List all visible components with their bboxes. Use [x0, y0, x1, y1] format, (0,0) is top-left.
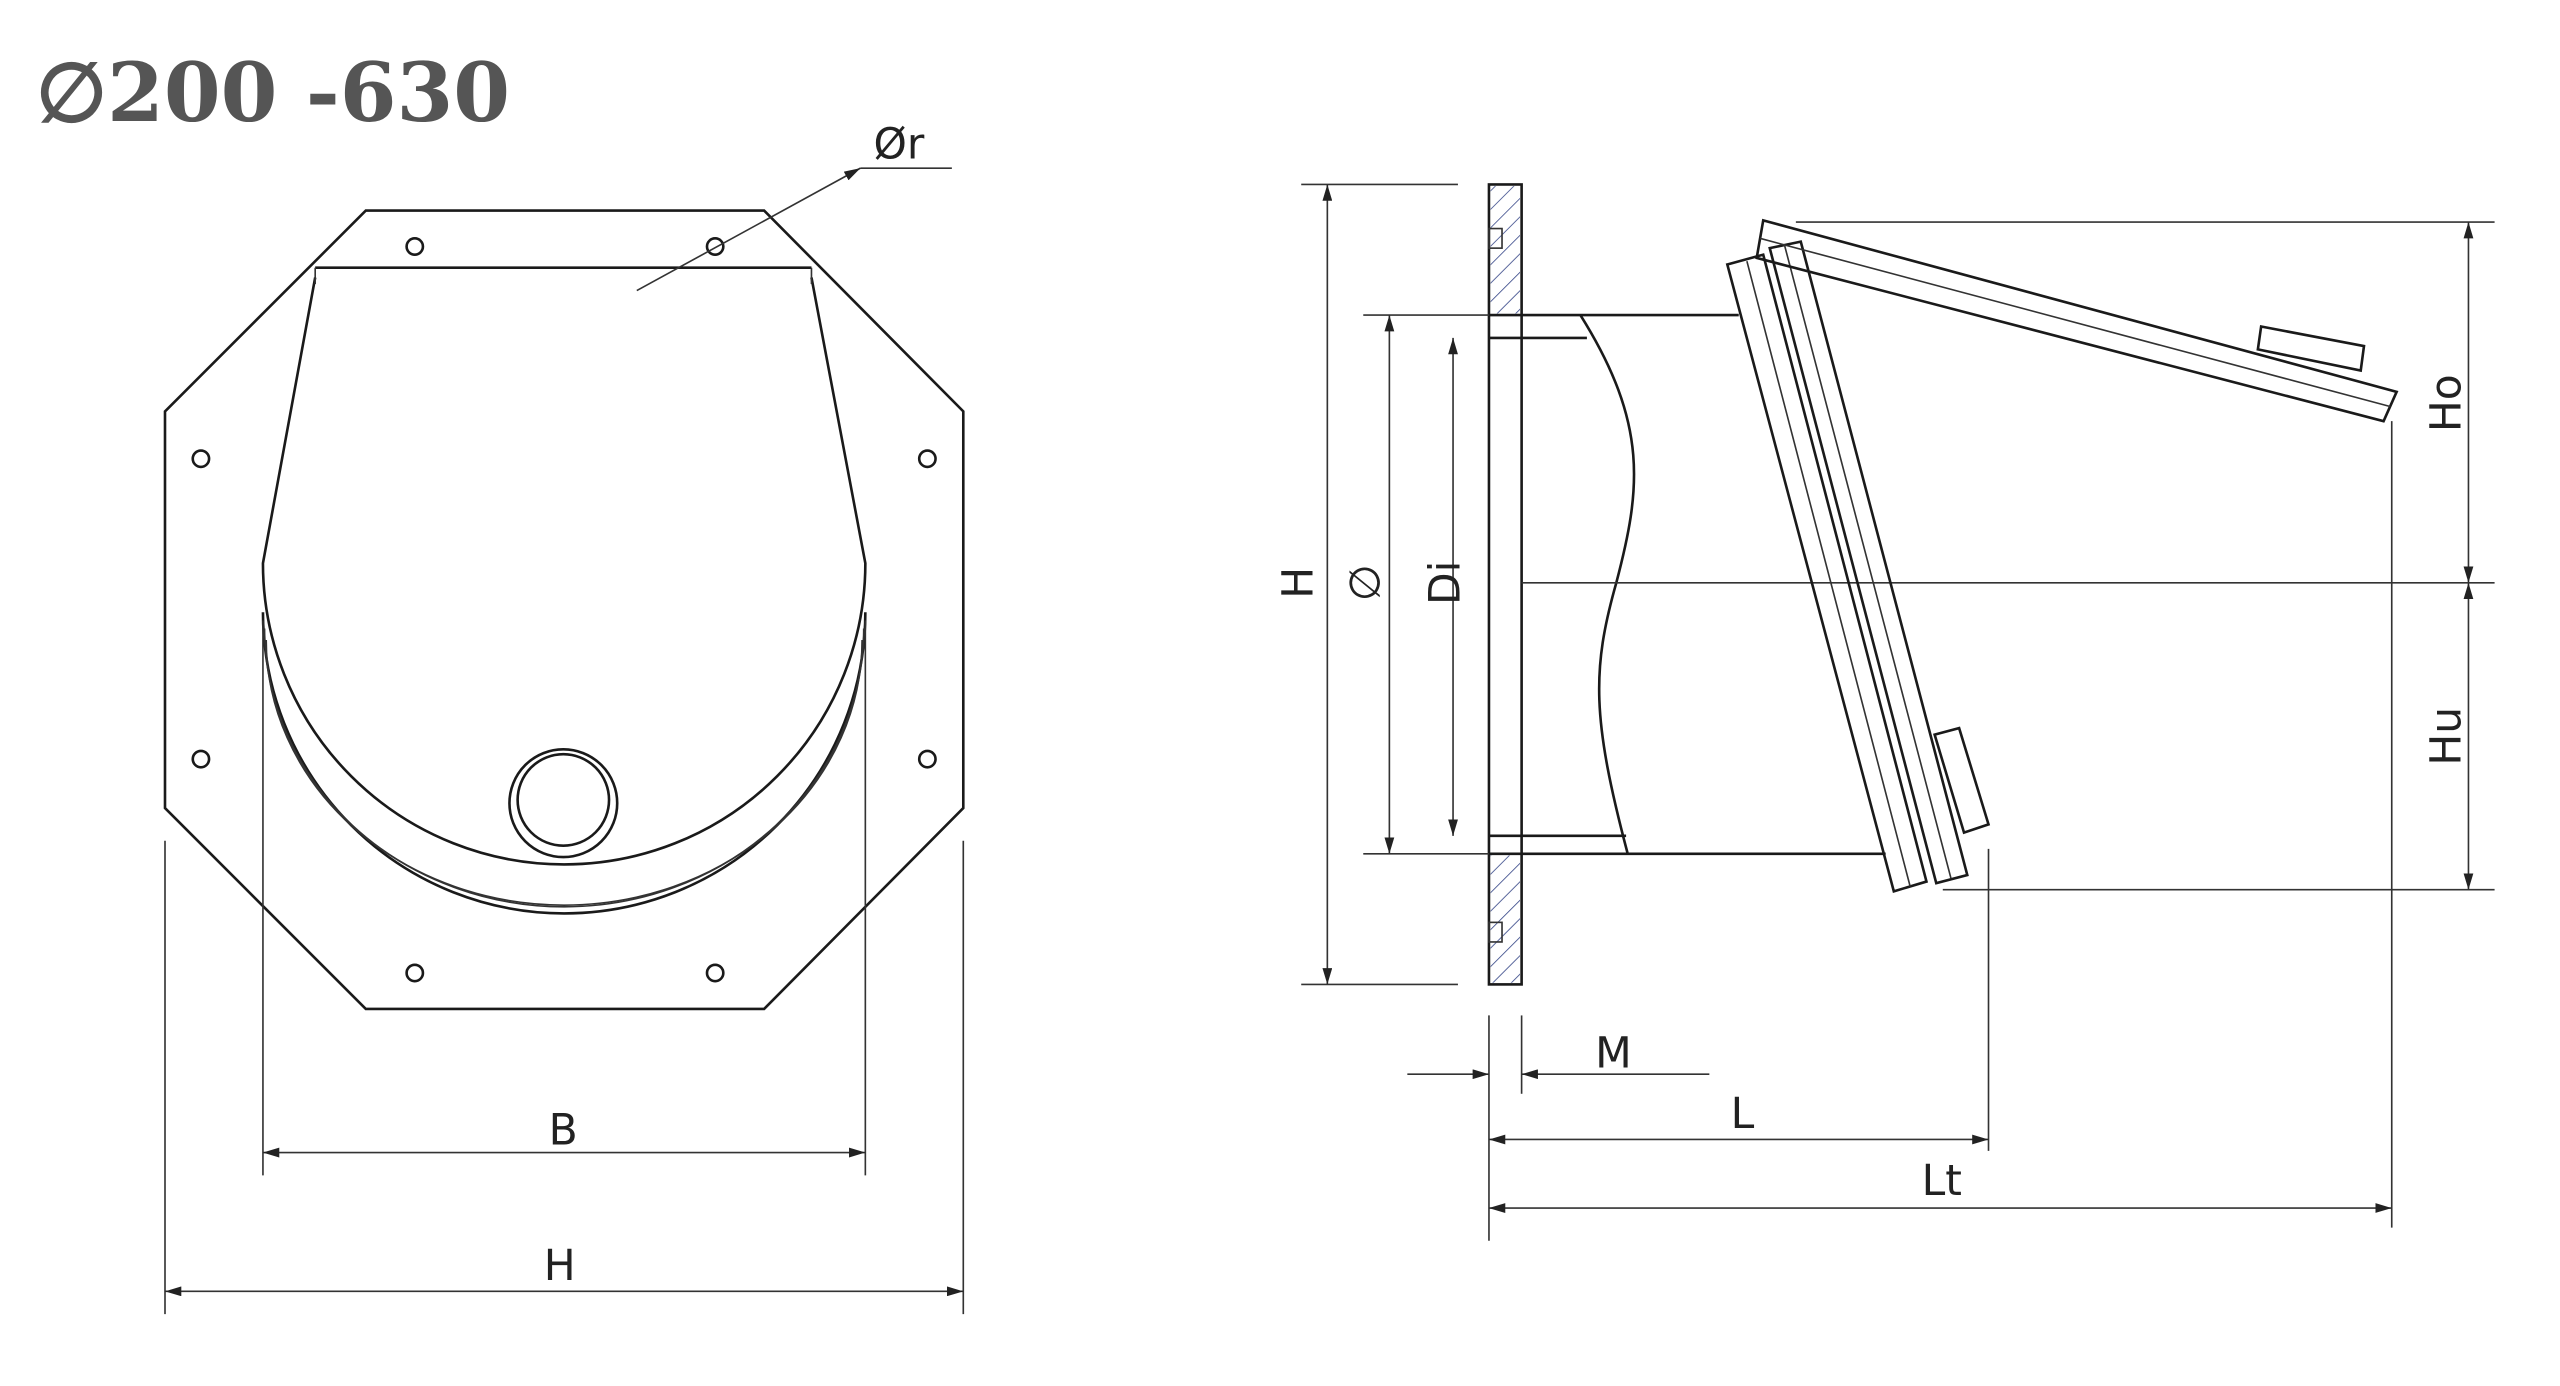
dim-di-label: Di: [1422, 561, 1471, 605]
hole-diameter-leader: Ør: [636, 120, 952, 292]
dim-hu-label: Hu: [2422, 707, 2471, 766]
dimension-di: Di: [1422, 337, 1471, 836]
dimension-h-front: H: [164, 840, 965, 1315]
dimension-b: B: [262, 620, 867, 1176]
dim-b-label: B: [549, 1106, 578, 1155]
dim-ho-label: Ho: [2422, 374, 2471, 432]
size-range-title: ∅200 -630: [36, 45, 510, 141]
dim-m-label: M: [1595, 1030, 1632, 1079]
mounting-holes: [191, 237, 937, 983]
dim-l-label: L: [1731, 1090, 1755, 1139]
side-view: H ∅ Di Ho Hu M L: [1275, 183, 2495, 1241]
dim-h-side-label: H: [1275, 567, 1324, 599]
front-view: Ør B H: [163, 120, 965, 1315]
dimension-l: L: [1488, 848, 1990, 1151]
dimension-diameter: ∅: [1342, 314, 1489, 855]
dimension-m: M: [1407, 1015, 1710, 1241]
octagon-flange: [163, 209, 965, 1011]
dim-lt-label: Lt: [1922, 1157, 1962, 1206]
dimension-ho-hu: Ho Hu: [1795, 221, 2495, 891]
flap-outline: [261, 266, 867, 915]
louver-panels: [1725, 218, 2399, 893]
dimension-h-side: H: [1275, 183, 1458, 986]
flap-knob: [508, 748, 619, 859]
dim-h-front-label: H: [544, 1242, 576, 1291]
dim-diameter-label: ∅: [1342, 564, 1391, 601]
hole-diameter-label: Ør: [874, 120, 925, 169]
dimension-lt: Lt: [1488, 421, 2393, 1228]
